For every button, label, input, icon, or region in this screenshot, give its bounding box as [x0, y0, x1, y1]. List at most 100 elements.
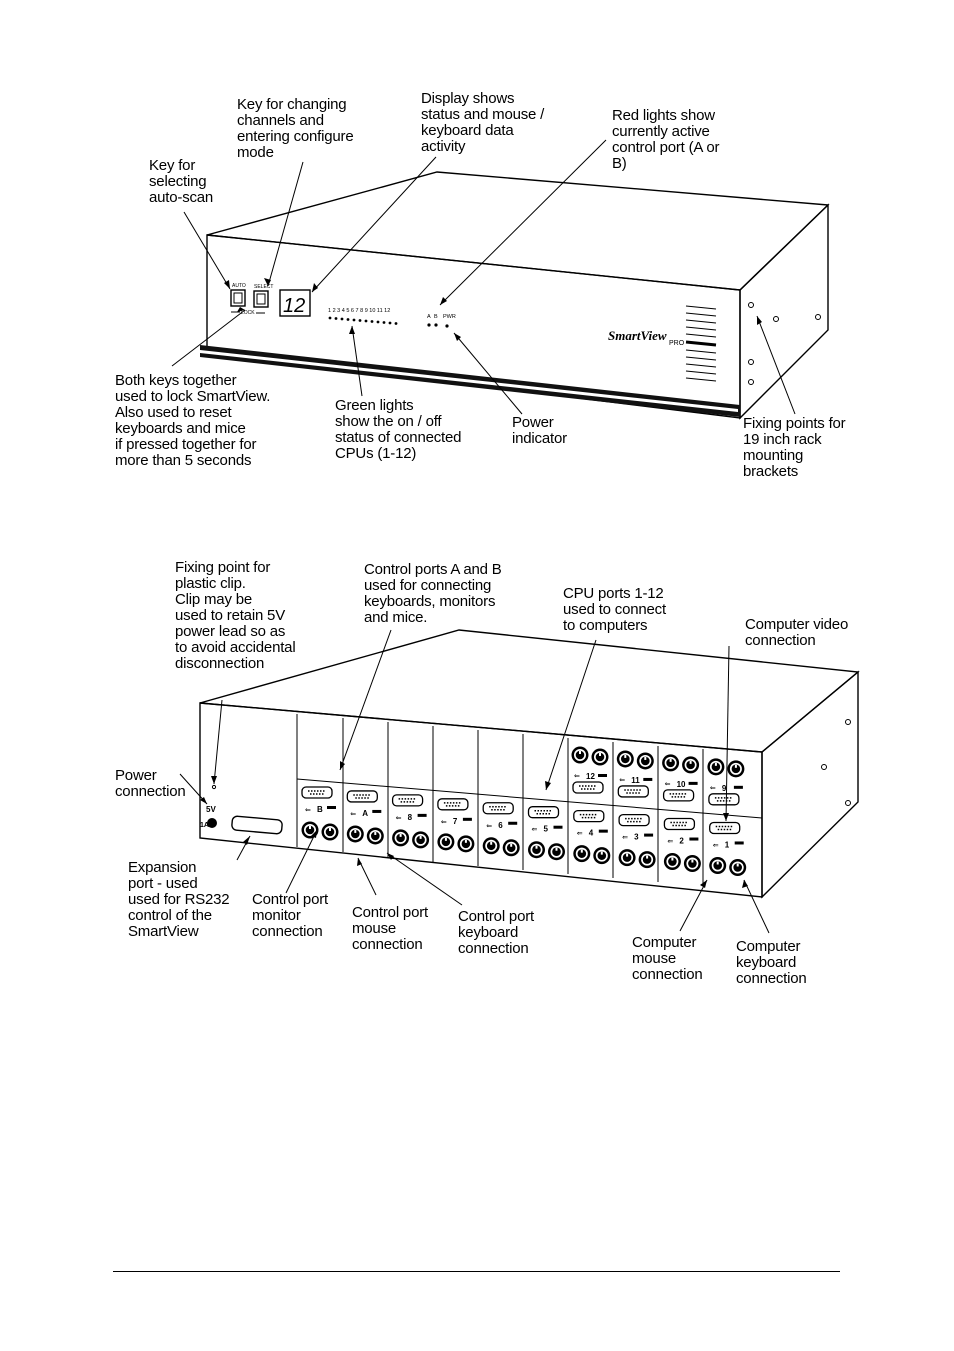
label-computer-video: Computer video connection: [745, 616, 849, 649]
port-arrow-icon: ⇐: [396, 815, 402, 822]
port-number-label: 7: [453, 817, 458, 826]
port-module-B: ⇐B: [301, 786, 339, 841]
channel-display: [279, 289, 311, 317]
port-number-label: 10: [677, 780, 686, 789]
port-module-10: ⇐10: [662, 754, 700, 802]
mouse-connector-10[interactable]: [662, 754, 680, 772]
1a-label: 1A: [200, 822, 209, 829]
video-connector-8[interactable]: [391, 794, 424, 807]
red-light-b: [434, 323, 438, 327]
vent-slots: [685, 305, 717, 382]
port-module-8: ⇐8: [391, 794, 430, 849]
video-connector-11[interactable]: [617, 785, 649, 798]
video-connector-1[interactable]: [709, 821, 741, 835]
mouse-connector-B[interactable]: [301, 821, 319, 839]
port-module-7: ⇐7: [437, 798, 475, 853]
label-green-lights: Green lights show the on / off status of…: [335, 397, 462, 462]
video-connector-4[interactable]: [573, 809, 605, 823]
keyboard-connector-6[interactable]: [502, 839, 520, 857]
port-arrow-icon: ⇐: [350, 811, 356, 818]
mouse-connector-A[interactable]: [346, 825, 364, 843]
port-number-label: A: [362, 809, 368, 818]
port-arrow-icon: ⇐: [305, 807, 311, 814]
video-connector-B[interactable]: [301, 786, 333, 799]
mouse-connector-1[interactable]: [709, 856, 727, 874]
mouse-connector-4[interactable]: [573, 845, 591, 863]
video-connector-3[interactable]: [618, 813, 650, 827]
label-both-keys: Both keys together used to lock SmartVie…: [115, 372, 271, 469]
keyboard-connector-9[interactable]: [727, 760, 745, 778]
port-number-label: 1: [725, 840, 730, 849]
keyboard-connector-1[interactable]: [729, 858, 747, 876]
port-number-label: 12: [586, 772, 595, 781]
keyboard-connector-A[interactable]: [366, 827, 384, 845]
pwr-label: PWR: [443, 314, 456, 320]
port-number-label: 4: [589, 829, 594, 838]
video-connector-2[interactable]: [663, 817, 696, 831]
label-changing-key: Key for changing channels and entering c…: [237, 96, 354, 161]
port-arrow-icon: ⇐: [441, 819, 447, 826]
keyboard-connector-2[interactable]: [683, 855, 701, 873]
mouse-connector-2[interactable]: [663, 853, 681, 871]
port-module-5: ⇐5: [527, 806, 565, 861]
label-red-lights: Red lights show currently active control…: [612, 107, 720, 172]
mouse-connector-12[interactable]: [571, 746, 589, 764]
keyboard-connector-5[interactable]: [548, 843, 565, 861]
video-connector-10[interactable]: [662, 789, 695, 802]
label-power-connection: Power connection: [115, 767, 186, 800]
smartview-pro: PRO: [669, 340, 685, 347]
mouse-connector-3[interactable]: [618, 849, 636, 867]
label-power-indicator: Power indicator: [512, 414, 567, 447]
port-arrow-icon: ⇐: [619, 777, 625, 784]
port-module-3: ⇐3: [618, 813, 656, 869]
video-connector-9[interactable]: [708, 793, 740, 806]
rack-fixing-points: [748, 302, 821, 385]
red-light-a: [427, 323, 431, 327]
auto-scan-key[interactable]: [230, 289, 246, 307]
cpu-numbers: 1 2 3 4 5 6 7 8 9 10 11 12: [328, 308, 390, 314]
mouse-connector-6[interactable]: [482, 837, 500, 855]
video-connector-5[interactable]: [527, 806, 560, 819]
label-computer-keyboard: Computer keyboard connection: [736, 938, 807, 987]
port-arrow-icon: ⇐: [577, 831, 583, 838]
port-module-12: ⇐ 12: [571, 746, 609, 794]
port-module-6: ⇐6: [482, 802, 520, 857]
keyboard-connector-12[interactable]: [591, 748, 609, 766]
port-arrow-icon: ⇐: [713, 842, 719, 849]
keyboard-connector-10[interactable]: [682, 756, 700, 774]
keyboard-connector-8[interactable]: [412, 831, 430, 849]
keyboard-connector-3[interactable]: [638, 851, 656, 869]
video-connector-7[interactable]: [437, 798, 469, 811]
port-b-light-label: B: [434, 314, 438, 320]
lock-label: LOCK: [241, 310, 255, 316]
label-control-ports: Control ports A and B used for connectin…: [364, 561, 502, 626]
label-fixing-clip: Fixing point for plastic clip. Clip may …: [175, 559, 296, 672]
select-key[interactable]: [253, 290, 269, 308]
port-number-label: 6: [498, 821, 503, 830]
mouse-connector-11[interactable]: [616, 750, 634, 768]
port-arrow-icon: ⇐: [710, 785, 716, 792]
port-arrow-icon: ⇐: [532, 827, 538, 834]
video-connector-A[interactable]: [346, 790, 378, 803]
select-key-label: SELECT: [254, 284, 273, 290]
mouse-connector-8[interactable]: [392, 829, 410, 847]
port-module-9: ⇐9: [707, 758, 745, 806]
mouse-connector-7[interactable]: [437, 833, 455, 851]
keyboard-connector-7[interactable]: [457, 835, 475, 853]
display-digits: 12: [283, 295, 305, 317]
video-connector-6[interactable]: [482, 802, 514, 815]
video-connector-12[interactable]: [572, 781, 604, 794]
port-arrow-icon: ⇐: [574, 773, 580, 780]
port-module-1: ⇐1: [709, 821, 747, 876]
port-module-A: ⇐A: [346, 790, 384, 845]
label-autoscan-key: Key for selecting auto-scan: [149, 157, 214, 206]
keyboard-connector-4[interactable]: [593, 847, 611, 865]
keyboard-connector-11[interactable]: [636, 752, 654, 770]
port-arrow-icon: ⇐: [486, 823, 492, 830]
5v-label: 5V: [206, 805, 216, 814]
mouse-connector-5[interactable]: [528, 841, 545, 859]
keyboard-connector-B[interactable]: [321, 823, 339, 841]
label-cp-monitor: Control port monitor connection: [252, 891, 328, 940]
mouse-connector-9[interactable]: [707, 758, 725, 776]
auto-key-label: AUTO: [232, 283, 246, 289]
